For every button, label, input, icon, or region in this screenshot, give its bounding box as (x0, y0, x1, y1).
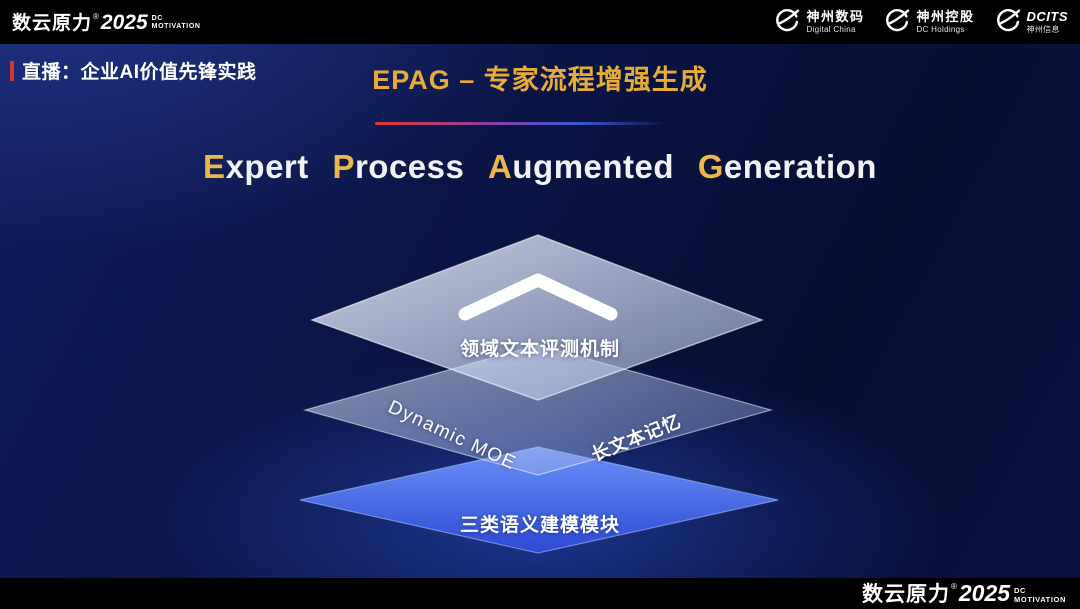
subtitle-word: Expert (203, 148, 309, 185)
red-accent-bar (10, 60, 14, 81)
registered-mark: ® (950, 582, 957, 591)
partner-text: 神州控股 DC Holdings (916, 9, 974, 35)
subtitle-word: Generation (698, 148, 877, 185)
brand-name: 数云原力 (861, 583, 950, 606)
brand-name: 数云原力 (12, 12, 93, 34)
brand-tag-line1: DC (151, 14, 163, 22)
subtitle-english: Expert Process Augmented Generation (0, 148, 1080, 186)
partner-dcits: DCITS 神州信息 (995, 7, 1069, 38)
page-title: EPAG – 专家流程增强生成 (372, 65, 708, 95)
partner-text: DCITS 神州信息 (1027, 9, 1069, 35)
partner-dc-holdings: 神州控股 DC Holdings (884, 7, 974, 38)
chevron-up-icon (458, 273, 618, 321)
partner-digital-china: 神州数码 Digital China (774, 7, 864, 38)
swoosh-logo-icon (995, 7, 1021, 38)
word-initial: E (203, 148, 226, 185)
partner-title: 神州控股 (916, 8, 975, 24)
brand-tagline: DC MOTIVATION (1014, 586, 1066, 605)
layer2-surface (302, 344, 774, 476)
partner-logos: 神州数码 Digital China 神州控股 DC Holdings (774, 7, 1068, 38)
layer1-surface (309, 234, 765, 401)
registered-mark: ® (93, 11, 99, 21)
brand-tag-line1: DC (1014, 586, 1027, 595)
brand-year: 2025 (100, 10, 148, 34)
layer3-surface (299, 446, 779, 554)
word-rest: rocess (354, 148, 465, 185)
live-text: 直播：企业AI价值先锋实践 (22, 62, 257, 83)
layer1-label: 领域文本评测机制 (459, 339, 620, 360)
partner-subtitle: Digital China (806, 25, 856, 35)
brand-tagline: DC MOTIVATION (152, 15, 201, 33)
layer-stack-graphic (299, 234, 779, 554)
live-label: 直播：企业AI价值先锋实践 (10, 57, 257, 84)
word-rest: ugmented (512, 148, 675, 185)
brand-year: 2025 (958, 580, 1011, 606)
brand-tag-line2: MOTIVATION (1014, 595, 1066, 604)
partner-title: DCITS (1026, 8, 1068, 24)
footer-brand-logo: 数云原力 ® 2025 DC MOTIVATION (861, 580, 1066, 606)
partner-subtitle: 神州信息 (1026, 25, 1060, 35)
word-initial: P (332, 148, 355, 185)
partner-title: 神州数码 (806, 8, 865, 24)
word-rest: eneration (723, 148, 877, 185)
swoosh-logo-icon (884, 7, 910, 38)
brand-logo: 数云原力 ® 2025 DC MOTIVATION (12, 12, 201, 33)
gradient-divider (375, 122, 665, 125)
partner-text: 神州数码 Digital China (806, 9, 864, 35)
swoosh-logo-icon (774, 7, 800, 38)
word-initial: G (697, 148, 724, 185)
layer-stack-diagram: 领域文本评测机制 Dynamic MOE 长文本记忆 三类语义建模模块 (280, 222, 800, 578)
partner-subtitle: DC Holdings (916, 25, 965, 35)
brand-tag-line2: MOTIVATION (151, 23, 201, 31)
word-initial: A (488, 148, 513, 185)
word-rest: xpert (225, 148, 309, 185)
bottom-bar: 数云原力 ® 2025 DC MOTIVATION (0, 578, 1080, 609)
layer3-label: 三类语义建模模块 (459, 515, 620, 536)
top-bar: 数云原力 ® 2025 DC MOTIVATION 神州数码 Digital C… (0, 0, 1080, 44)
subtitle-word: Process (332, 148, 464, 185)
subtitle-word: Augmented (488, 148, 674, 185)
